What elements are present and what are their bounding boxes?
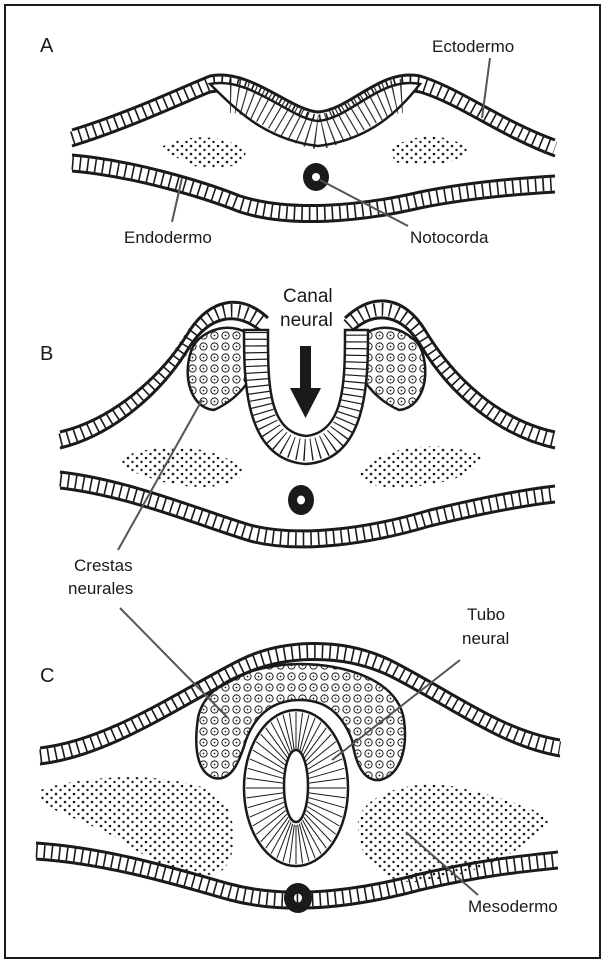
- panel-a: A Ectodermo Endodermo Notoco: [40, 35, 555, 247]
- mesoderm-a-right: [390, 137, 470, 165]
- label-notocorda: Notocorda: [410, 228, 489, 247]
- neural-canal-c: [284, 750, 308, 822]
- label-tubo-line1: Tubo: [467, 605, 505, 624]
- label-mesodermo: Mesodermo: [468, 897, 558, 916]
- notochord-a-lumen: [312, 173, 320, 181]
- panel-b: B: [40, 286, 555, 598]
- mesoderm-a-left: [160, 137, 245, 168]
- label-canal-line2: neural: [280, 310, 333, 331]
- mesoderm-b-right: [360, 446, 481, 488]
- panel-a-letter: A: [40, 35, 54, 57]
- label-crestas-line2: neurales: [68, 579, 133, 598]
- label-ectodermo: Ectodermo: [432, 37, 514, 56]
- label-tubo-line2: neural: [462, 629, 509, 648]
- panel-c-letter: C: [40, 665, 54, 687]
- panel-c: C Tubo neura: [36, 605, 560, 916]
- label-endodermo: Endodermo: [124, 228, 212, 247]
- mesoderm-b-left: [120, 447, 245, 487]
- label-canal-line1: Canal: [283, 286, 333, 307]
- canal-arrow-down-icon: [290, 346, 321, 418]
- panel-b-letter: B: [40, 343, 53, 365]
- mesoderm-c-left: [40, 777, 234, 875]
- notochord-b-lumen: [297, 496, 305, 505]
- label-crestas-line1: Crestas: [74, 556, 133, 575]
